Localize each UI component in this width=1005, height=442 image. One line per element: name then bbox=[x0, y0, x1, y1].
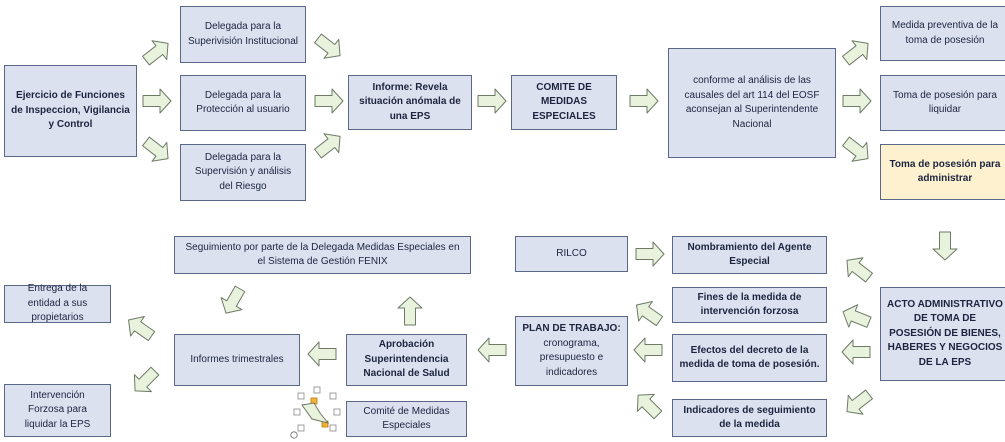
toma-liquidar-box: Toma de posesión para liquidar bbox=[880, 75, 1005, 131]
nombramiento-box: Nombramiento del Agente Especial bbox=[672, 236, 827, 274]
comite-box: COMITE DE MEDIDAS ESPECIALES bbox=[511, 75, 617, 130]
informes-trimestrales-box: Informes trimestrales bbox=[174, 334, 300, 386]
toma-administrar-box: Toma de posesión para administrar bbox=[880, 144, 1005, 200]
arrow-supervision-to-informe bbox=[314, 33, 341, 59]
arrow-informe-to-comite bbox=[477, 88, 507, 114]
plan-trabajo-body: cronograma, presupuesto e indicadores bbox=[539, 337, 604, 378]
arrow-proteccion-to-informe bbox=[314, 88, 344, 114]
conforme-box: conforme al análisis de las causales del… bbox=[668, 48, 836, 158]
delegada-supervision-institucional-box: Delegada para la Superivisión Institucio… bbox=[180, 6, 306, 63]
arrow-layer bbox=[128, 33, 958, 420]
arrow-ejercicio-to-riesgo bbox=[142, 136, 169, 162]
arrow-rilco-to-nombramiento bbox=[635, 241, 665, 267]
rilco-box: RILCO bbox=[515, 236, 628, 272]
plan-trabajo-title: PLAN DE TRABAJO: bbox=[522, 323, 621, 334]
arrow-conforme-to-liquidar bbox=[842, 88, 872, 114]
arrow-comite-to-conforme bbox=[629, 88, 659, 114]
medida-preventiva-box: Medida preventiva de la toma de posesión bbox=[880, 6, 1005, 61]
plan-trabajo-box: PLAN DE TRABAJO: cronograma, presupuesto… bbox=[515, 316, 628, 386]
efectos-box: Efectos del decreto de la medida de toma… bbox=[672, 334, 827, 382]
arrow-acto-to-nombramiento bbox=[846, 257, 873, 283]
arrow-acto-to-indicadores bbox=[846, 389, 873, 415]
arrow-ejercicio-to-supervision bbox=[142, 40, 169, 66]
arrow-fines-to-plan bbox=[636, 300, 664, 327]
arrow-acto-to-fines bbox=[842, 304, 872, 328]
delegada-riesgo-box: Delegada para la Supervisión y análisis … bbox=[180, 144, 306, 201]
indicadores-box: Indicadores de seguimiento de la medida bbox=[672, 399, 827, 437]
arrow-aprobacion-to-seguimiento bbox=[397, 296, 423, 326]
intervencion-box: Intervención Forzosa para liquidar la EP… bbox=[4, 384, 111, 437]
seguimiento-box: Seguimiento por parte de la Delegada Med… bbox=[174, 236, 471, 274]
selection-handles-icon bbox=[290, 386, 341, 439]
arrow-indicadores-to-plan bbox=[636, 393, 663, 420]
ejercicio-box: Ejercicio de Funciones de Inspeccion, Vi… bbox=[4, 65, 137, 157]
arrow-acto-to-efectos bbox=[841, 339, 871, 365]
informe-box: Informe: Revela situación anómala de una… bbox=[348, 75, 472, 130]
fines-box: Fines de la medida de intervención forzo… bbox=[672, 287, 827, 323]
arrow-informes-to-intervencion bbox=[133, 366, 160, 393]
arrow-informes-to-entrega bbox=[128, 315, 156, 342]
aprobacion-box: Aprobación Superintendencia Nacional de … bbox=[346, 334, 467, 386]
delegada-proteccion-box: Delegada para la Protección al usuario bbox=[180, 75, 306, 131]
entrega-box: Entrega de la entidad a sus propietarios bbox=[4, 283, 111, 323]
arrow-riesgo-to-informe bbox=[314, 133, 341, 159]
arrow-aprobacion-to-informes bbox=[307, 341, 337, 367]
arrow-administrar-to-acto bbox=[932, 231, 958, 261]
arrow-seguimiento-to-informes bbox=[220, 285, 246, 314]
arrow-ejercicio-to-proteccion bbox=[142, 88, 172, 114]
acto-administrativo-box: ACTO ADMINISTRATIVO DE TOMA DE POSESIÓN … bbox=[880, 287, 1005, 381]
arrow-plan-to-aprobacion bbox=[477, 337, 507, 363]
arrow-conforme-to-administrar bbox=[842, 136, 869, 162]
arrow-conforme-to-preventiva bbox=[842, 40, 869, 66]
arrow-efectos-to-plan bbox=[633, 337, 663, 363]
comite-medidas-box: Comité de Medidas Especiales bbox=[346, 401, 467, 437]
